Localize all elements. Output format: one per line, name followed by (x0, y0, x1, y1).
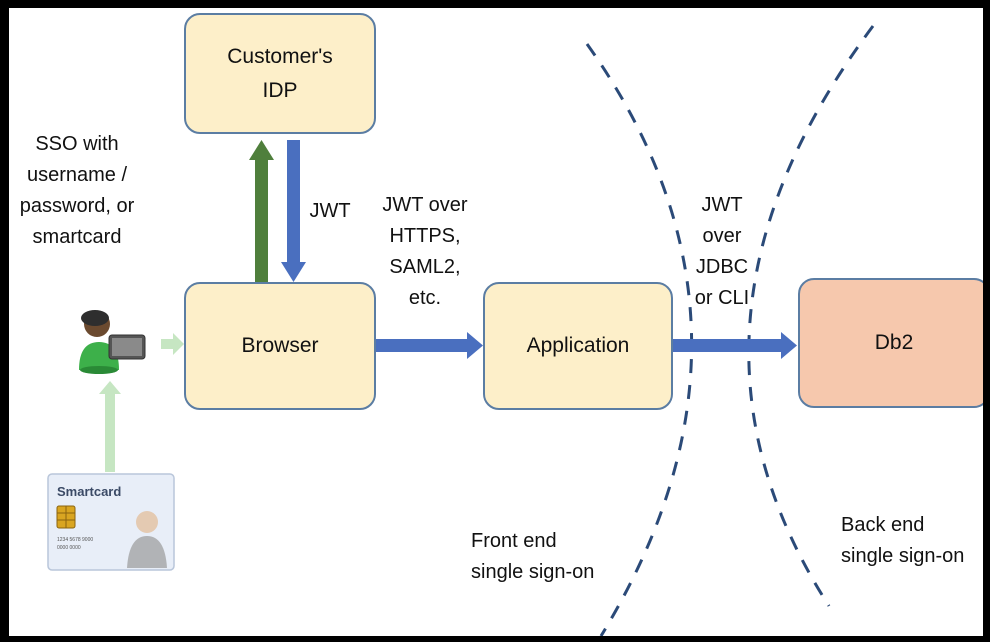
diagram-canvas: Smartcard 1234 5678 9000 0000 0000 Custo… (9, 8, 983, 636)
jwt-over-jdbc-label: JWT over JDBC or CLI (694, 194, 750, 309)
app-to-db2-arrow-shaft (671, 339, 783, 352)
smartcard-to-user-arrow-head (99, 381, 121, 394)
browser-to-app-arrow-head (467, 332, 483, 359)
front-end-sso-label: Front end single sign-on (471, 530, 595, 583)
jwt-label: JWT (309, 200, 351, 222)
back-end-boundary-line (747, 25, 875, 607)
app-to-db2-arrow-head (781, 332, 797, 359)
smartcard-to-user-arrow-shaft (105, 392, 115, 472)
jwt-return-arrow-head (281, 262, 306, 282)
browser-label: Browser (241, 334, 319, 358)
db2-box: Db2 (798, 278, 983, 408)
user-to-browser-arrow-shaft (161, 339, 175, 349)
application-box: Application (483, 282, 673, 410)
db2-label: Db2 (874, 331, 914, 355)
user-with-tablet-icon (79, 310, 146, 374)
browser-box: Browser (184, 282, 376, 410)
auth-request-arrow-shaft (255, 158, 268, 282)
browser-to-app-arrow-shaft (375, 339, 469, 352)
back-end-sso-label: Back end single sign-on (841, 514, 965, 567)
front-end-boundary-line (585, 43, 693, 636)
application-label: Application (526, 334, 630, 358)
smartcard-number-line-2: 0000 0000 (57, 545, 81, 551)
jwt-return-arrow-shaft (287, 140, 300, 264)
sso-method-label: SSO with username / password, or smartca… (19, 133, 135, 248)
customer-idp-box: Customer's IDP (184, 13, 376, 134)
customer-idp-label: Customer's IDP (227, 44, 333, 102)
jwt-over-https-label: JWT over HTTPS, SAML2, etc. (382, 194, 468, 309)
smartcard-title: Smartcard (57, 484, 121, 499)
smartcard-icon: Smartcard 1234 5678 9000 0000 0000 (47, 473, 175, 571)
auth-request-arrow-head (249, 140, 274, 160)
connectors-layer: Smartcard 1234 5678 9000 0000 0000 (47, 25, 875, 636)
smartcard-number-line-1: 1234 5678 9000 (57, 537, 93, 543)
user-to-browser-arrow-head (173, 333, 184, 355)
